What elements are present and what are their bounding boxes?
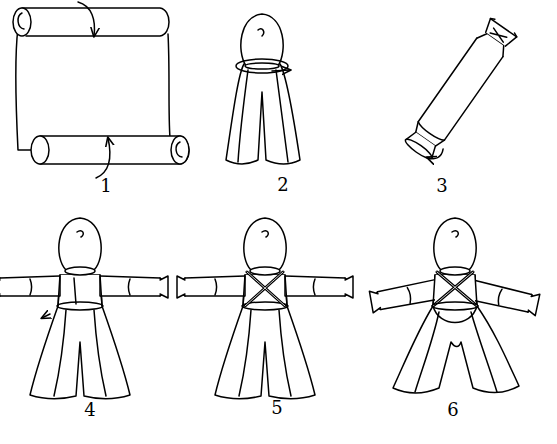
doll-step-4 (0, 218, 168, 399)
tied-head-figure (226, 14, 300, 164)
step-number: 1 (100, 177, 111, 195)
step-number: 5 (271, 399, 282, 417)
rolled-cloth (13, 2, 189, 178)
step-number: 3 (436, 177, 447, 195)
rolled-arms (403, 17, 522, 165)
step-number: 2 (277, 176, 288, 194)
doll-step-5 (177, 218, 353, 399)
step-number: 6 (447, 401, 458, 419)
step-number: 4 (84, 401, 95, 419)
doll-step-6 (369, 218, 539, 393)
